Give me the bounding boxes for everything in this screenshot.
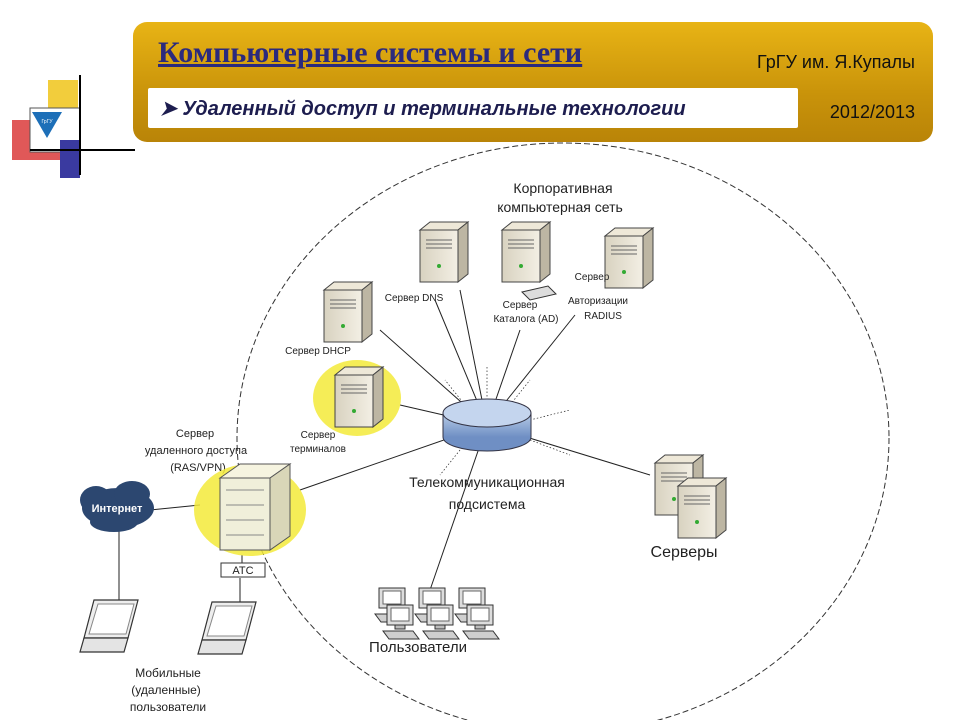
mobile-laptop-icon-2: [197, 601, 257, 655]
user-pc-icon-6: [462, 604, 500, 640]
server-terminals-label-1: Сервер: [301, 430, 336, 441]
subtitle-box: ➤ Удаленный доступ и терминальные технол…: [148, 88, 798, 128]
user-pc-icon-4: [382, 604, 420, 640]
keyboard-icon: [521, 285, 557, 301]
server-catalog-icon: [501, 221, 551, 283]
server-dns-icon: [419, 221, 469, 283]
subtitle: ➤ Удаленный доступ и терминальные технол…: [160, 96, 686, 121]
mobile-users-label-1: Мобильные: [135, 666, 201, 680]
corporate-boundary: [236, 142, 890, 720]
page-title: Компьютерные системы и сети: [158, 36, 583, 69]
server-remote-label-2: удаленного доступа: [145, 445, 248, 457]
telecom-label-2: подсистема: [449, 496, 526, 512]
corporate-network-label-1: Корпоративная: [513, 180, 612, 196]
servers-label: Серверы: [651, 544, 718, 561]
ats-box: [220, 562, 266, 578]
server-auth-icon: [604, 227, 654, 289]
telecom-label-1: Телекоммуникационная: [409, 474, 565, 490]
svg-text:ГрГУ: ГрГУ: [41, 119, 53, 125]
server-catalog-label-1: Сервер: [503, 300, 538, 311]
server-remote-label-3: (RAS/VPN): [170, 462, 226, 474]
internet-label: Интернет: [92, 503, 143, 515]
logo-decoration: ГрГУ: [0, 0, 140, 190]
server-dhcp-label: Сервер DHCP: [285, 346, 351, 357]
mobile-users-label-2: (удаленные): [131, 683, 201, 697]
user-pc-icon-5: [422, 604, 460, 640]
radial-ticks: [439, 365, 571, 476]
server-auth-label-1: Сервер: [575, 272, 610, 283]
arrow-bullet-icon: ➤: [160, 98, 183, 120]
subtitle-text: Удаленный доступ и терминальные технолог…: [182, 98, 686, 120]
telecom-hub-icon: [442, 398, 532, 452]
server-catalog-label-2: Каталога (AD): [493, 314, 558, 325]
server-auth-label-2: Авторизации: [568, 296, 628, 307]
servers-icon-2: [677, 477, 727, 539]
server-terminals-label-2: терминалов: [290, 444, 346, 455]
mobile-laptop-icon-1: [79, 599, 139, 653]
server-dns-label: Сервер DNS: [385, 293, 444, 304]
academic-year: 2012/2013: [829, 102, 915, 122]
ats-label: АТС: [232, 565, 253, 577]
server-auth-label-3: RADIUS: [584, 311, 622, 322]
users-label: Пользователи: [369, 639, 467, 656]
rack-server-icon: [218, 463, 292, 551]
header-banner: Компьютерные системы и сети ГрГУ им. Я.К…: [133, 22, 933, 142]
corporate-network-label-2: компьютерная сеть: [497, 199, 623, 215]
mobile-users-label-3: пользователи: [130, 700, 206, 714]
university-name: ГрГУ им. Я.Купалы: [756, 52, 915, 72]
server-terminals-icon: [334, 366, 384, 428]
internet-cloud-icon: [80, 481, 154, 532]
server-remote-label-1: Сервер: [176, 428, 214, 440]
server-dhcp-icon: [323, 281, 373, 343]
